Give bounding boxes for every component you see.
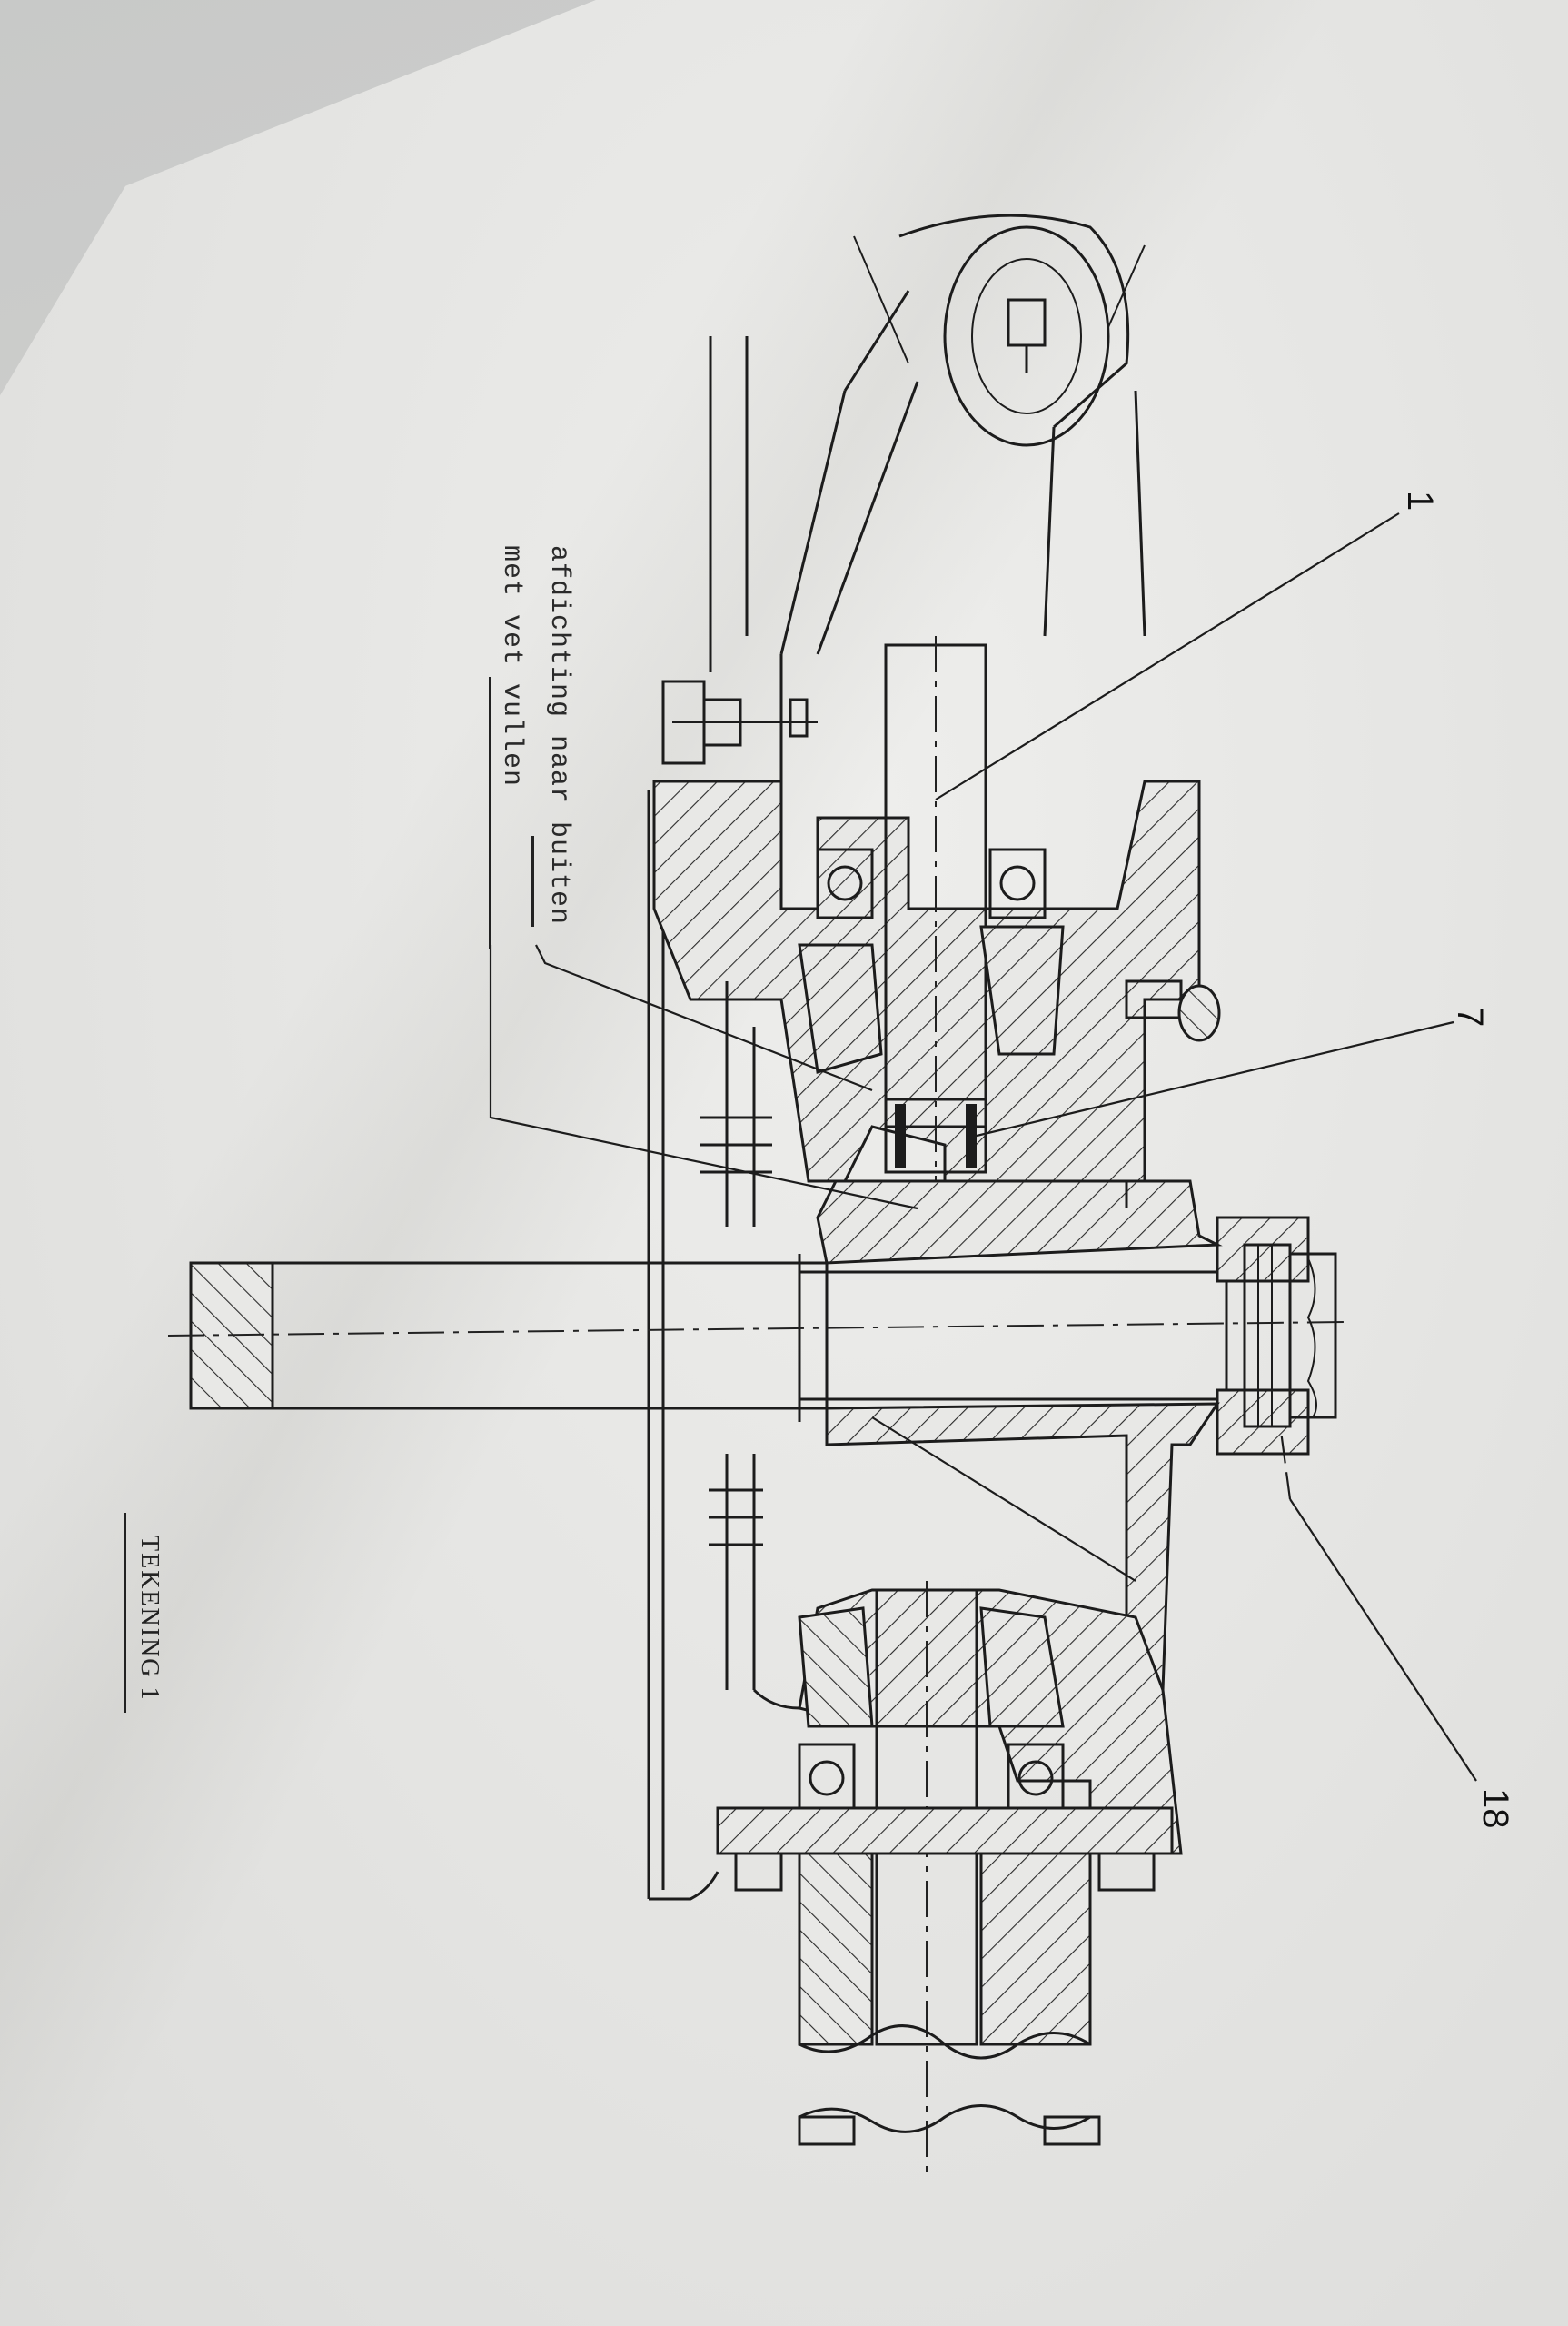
frame-ribs bbox=[700, 981, 800, 1710]
drawing-title: TEKENING 1 bbox=[135, 1536, 164, 1702]
title-underline bbox=[124, 1513, 126, 1713]
main-shaft bbox=[167, 1216, 1345, 1456]
leader-18 bbox=[1289, 1498, 1477, 1782]
part-label-7: 7 bbox=[1450, 1007, 1490, 1028]
part-label-1: 1 bbox=[1400, 491, 1440, 512]
seal-note: afdichting naar buiten bbox=[543, 545, 574, 926]
grease-note-underline bbox=[489, 677, 491, 949]
crank-arm bbox=[779, 214, 1146, 800]
lower-housing bbox=[716, 1581, 1183, 2181]
leader-7 bbox=[976, 1020, 1454, 1138]
leader-seal bbox=[535, 944, 873, 1092]
leader-lines bbox=[489, 512, 1477, 1782]
leader-1 bbox=[935, 512, 1400, 800]
bolt-top bbox=[661, 680, 818, 765]
middle-housing bbox=[816, 1179, 1223, 1692]
frame-tube bbox=[647, 336, 749, 1901]
upper-housing bbox=[652, 636, 1221, 1210]
part-label-18: 18 bbox=[1475, 1788, 1515, 1829]
grease-note: met vet vullen bbox=[496, 545, 527, 788]
seal-note-underline bbox=[531, 836, 534, 927]
leader-grease bbox=[489, 945, 918, 1210]
